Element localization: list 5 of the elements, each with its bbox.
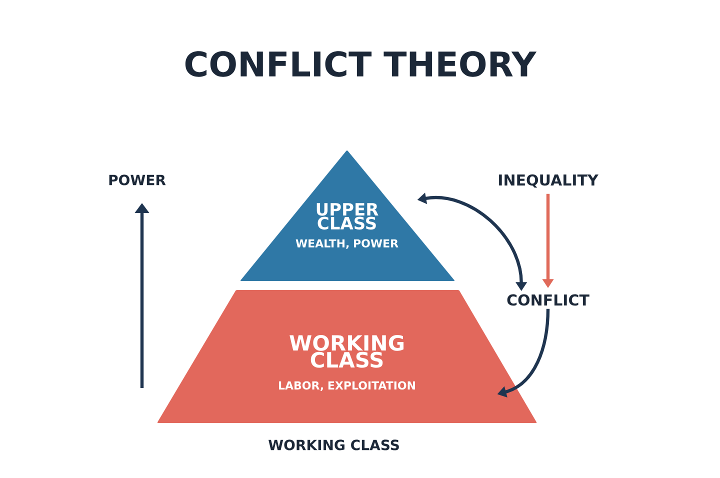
triangle-section: UPPER CLASS WEALTH, POWER (240, 150, 455, 281)
text-label: POWER (109, 174, 166, 186)
text-label: INEQUALITY (499, 174, 598, 188)
title: CONFLICT THEORY (185, 51, 537, 77)
text-label: WORKING CLASS (268, 440, 399, 450)
